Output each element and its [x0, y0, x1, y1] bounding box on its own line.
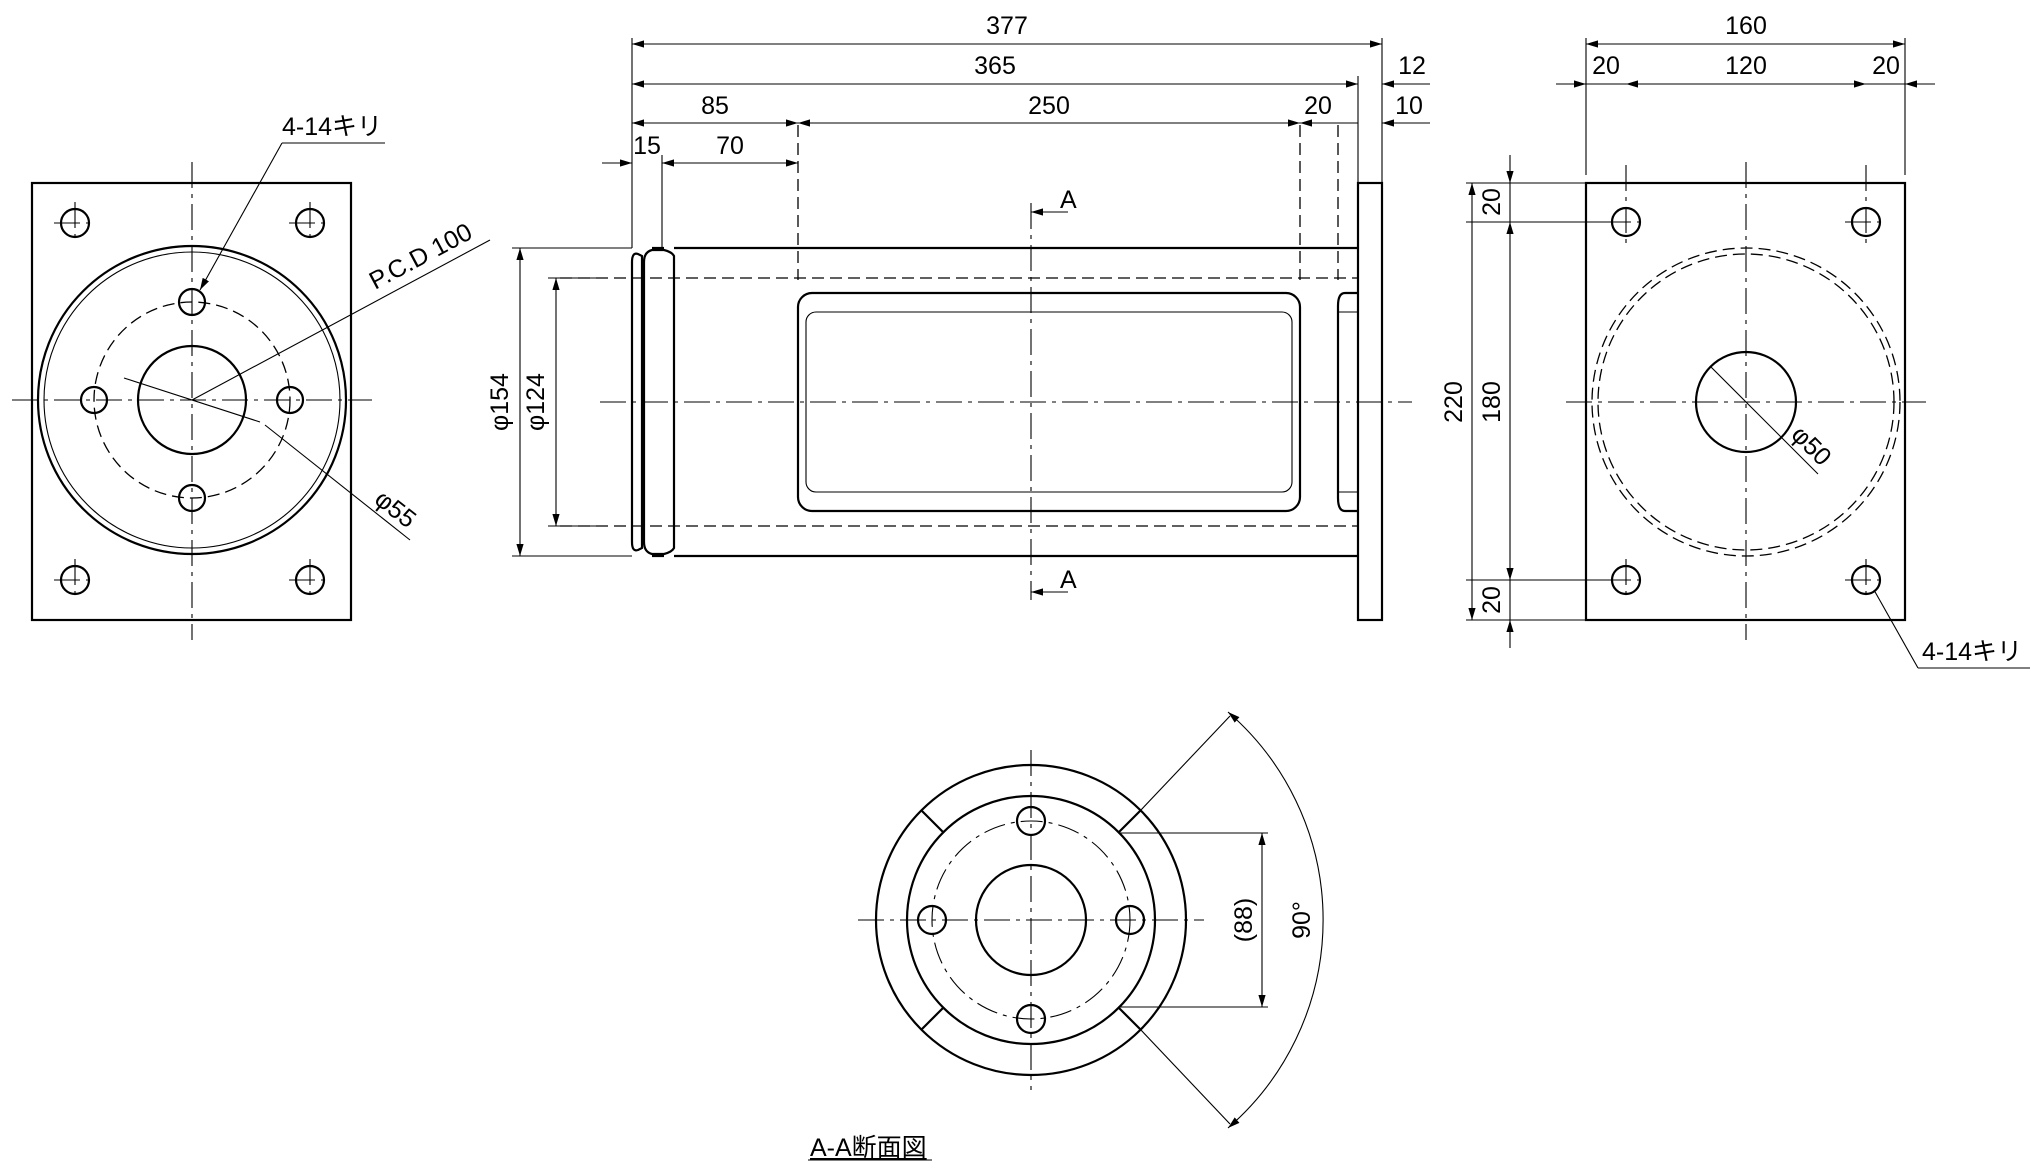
dim-377: 377 — [986, 12, 1028, 40]
dim-10: 10 — [1395, 92, 1423, 120]
rear-dim-20-top: 20 — [1478, 188, 1506, 216]
rear-hole-leader — [1873, 589, 1919, 669]
rear-dim-20-bottom: 20 — [1478, 586, 1506, 614]
section-title: A-A断面図 — [810, 1134, 927, 1162]
dim-250: 250 — [1028, 92, 1070, 120]
side-window-inner — [805, 311, 1293, 493]
dim-15: 15 — [633, 132, 661, 160]
section-view: (88) 90° A-A断面図 — [808, 711, 1324, 1162]
front-bore-label: φ55 — [369, 485, 421, 534]
front-hole-leader — [199, 142, 283, 291]
dim-inner-dia: φ124 — [522, 373, 550, 431]
dim-12: 12 — [1398, 52, 1426, 80]
rear-dim-220: 220 — [1440, 381, 1468, 423]
rear-bore-label: φ50 — [1786, 420, 1837, 471]
rear-dim-120: 120 — [1725, 52, 1767, 80]
dim-20: 20 — [1304, 92, 1332, 120]
rear-dim-180: 180 — [1478, 381, 1506, 423]
side-view: 377 365 12 85 250 20 10 15 70 φ154 φ124 … — [486, 12, 1430, 622]
rear-dim-20-right: 20 — [1872, 52, 1900, 80]
dim-70: 70 — [716, 132, 744, 160]
dim-365: 365 — [974, 52, 1016, 80]
rear-dim-20-left: 20 — [1592, 52, 1620, 80]
side-window-outer — [796, 291, 1302, 513]
dim-85: 85 — [701, 92, 729, 120]
side-left-ring — [630, 252, 644, 552]
rear-dim-160: 160 — [1725, 12, 1767, 40]
front-hole-note: 4-14キリ — [282, 113, 382, 141]
dim-outer-dia: φ154 — [486, 373, 514, 431]
section-angle-arc — [1227, 711, 1324, 1129]
rear-view: 160 20 120 20 220 180 20 20 φ50 4-14キリ — [1440, 12, 2030, 669]
front-pcd-leader — [191, 239, 491, 401]
side-ring-2 — [642, 248, 676, 556]
section-mark-bottom: A — [1060, 566, 1077, 594]
section-chord-label: (88) — [1230, 898, 1258, 942]
front-view: 4-14キリ P.C.D 100 φ55 — [12, 113, 491, 640]
section-mark-top: A — [1060, 186, 1077, 214]
section-angle-label: 90° — [1288, 901, 1316, 939]
rear-hole-note: 4-14キリ — [1922, 638, 2022, 666]
